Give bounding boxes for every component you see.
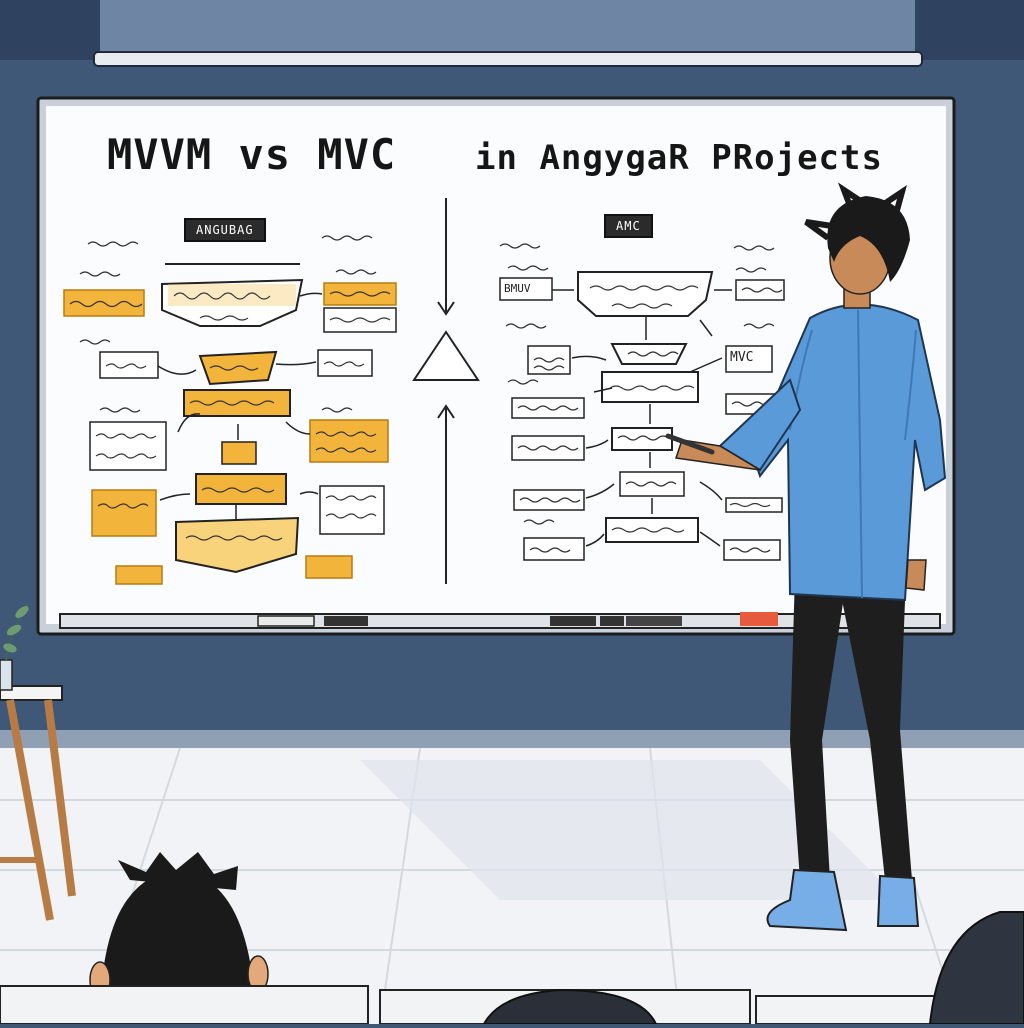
mvc-section-label: AMC — [604, 214, 653, 238]
projector-bar — [93, 51, 923, 67]
mvvm-section-label: ANGUBAG — [184, 218, 266, 242]
mvvm-diagram — [63, 235, 397, 585]
mvc-node-label: MVC — [730, 350, 754, 365]
marker-white — [257, 615, 315, 627]
marker-black-3 — [600, 616, 624, 626]
bmuv-node-label: BMUV — [504, 282, 531, 295]
marker-black-1 — [324, 616, 368, 626]
mvc-diagram — [499, 243, 785, 561]
presenter — [665, 182, 947, 932]
board-divider — [412, 198, 480, 584]
board-title-sub: in AngygaR PRojects — [475, 138, 883, 178]
marker-black-2 — [550, 616, 596, 626]
eraser — [626, 616, 682, 626]
projector-screen — [100, 0, 915, 55]
plant — [0, 603, 29, 691]
side-table — [0, 685, 76, 921]
floor-shadow — [360, 760, 900, 900]
board-title-main: MVVM vs MVC — [107, 130, 397, 179]
audience — [0, 852, 1024, 1025]
board-title: MVVM vs MVC in AngygaR PRojects — [40, 130, 950, 179]
floor-skirting — [0, 730, 1024, 750]
marker-red — [740, 612, 778, 626]
